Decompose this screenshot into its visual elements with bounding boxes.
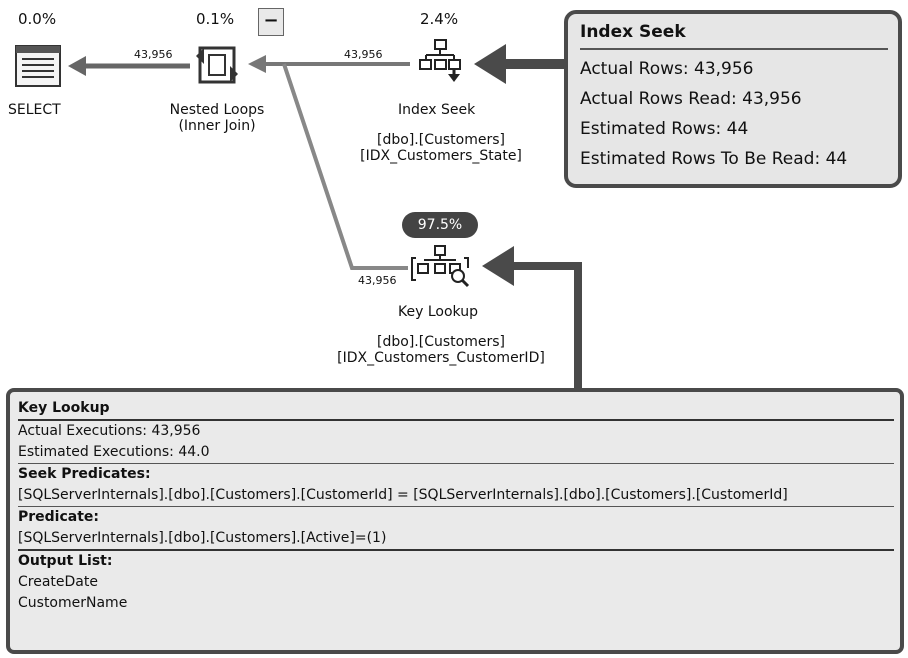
rows-lookup-to-nested: 43,956 (358, 274, 397, 287)
index-seek-object: [dbo].[Customers] [IDX_Customers_State] (346, 132, 536, 164)
index-seek-tooltip: Index Seek Actual Rows: 43,956 Actual Ro… (564, 10, 902, 188)
output-list-item: CustomerName (18, 595, 128, 611)
seek-predicates-heading: Seek Predicates: (18, 466, 151, 482)
key-lookup-tooltip-title: Key Lookup (18, 398, 894, 421)
index-seek-tooltip-title: Index Seek (580, 22, 888, 50)
nested-loops-icon[interactable] (192, 42, 242, 88)
select-label: SELECT (8, 102, 61, 118)
output-list-item: CreateDate (18, 574, 98, 590)
select-icon[interactable] (14, 44, 62, 88)
collapse-button[interactable]: − (258, 8, 284, 36)
nested-loops-cost: 0.1% (196, 10, 235, 28)
seek-predicates-value: [SQLServerInternals].[dbo].[Customers].[… (18, 485, 894, 507)
predicate-value: [SQLServerInternals].[dbo].[Customers].[… (18, 528, 894, 551)
predicate-heading: Predicate: (18, 509, 100, 525)
tooltip-estimated-rows-to-be-read: Estimated Rows To Be Read: 44 (580, 149, 848, 169)
key-lookup-index: [IDX_Customers_CustomerID] (337, 350, 545, 366)
nested-loops-label-line2: (Inner Join) (178, 118, 256, 134)
tooltip-estimated-executions: Estimated Executions: 44.0 (18, 442, 894, 464)
flow-arrow-lookup-to-nested (282, 63, 408, 270)
rows-nested-to-select: 43,956 (134, 48, 173, 61)
index-seek-index: [IDX_Customers_State] (360, 148, 522, 164)
index-seek-table: [dbo].[Customers] (377, 132, 505, 148)
key-lookup-tooltip: Key Lookup Actual Executions: 43,956 Est… (6, 388, 904, 654)
callout-pointer-index-seek (474, 44, 566, 84)
callout-pointer-key-lookup (482, 246, 582, 392)
key-lookup-table: [dbo].[Customers] (377, 334, 505, 350)
tooltip-actual-rows: Actual Rows: 43,956 (580, 59, 754, 79)
key-lookup-cost-badge: 97.5% (402, 212, 478, 238)
nested-loops-label-line1: Nested Loops (169, 102, 265, 118)
key-lookup-object: [dbo].[Customers] [IDX_Customers_Custome… (318, 334, 564, 366)
index-seek-icon[interactable] (418, 38, 464, 84)
index-seek-label: Index Seek (398, 102, 476, 118)
tooltip-actual-executions: Actual Executions: 43,956 (18, 423, 201, 439)
flow-arrow-seek-to-nested (248, 55, 410, 73)
tooltip-estimated-rows: Estimated Rows: 44 (580, 119, 749, 139)
key-lookup-label: Key Lookup (398, 304, 478, 320)
nested-loops-label: Nested Loops (Inner Join) (162, 102, 272, 134)
flow-arrow-nested-to-select (68, 56, 190, 76)
output-list-heading: Output List: (18, 553, 113, 569)
rows-seek-to-nested: 43,956 (344, 48, 383, 61)
select-cost: 0.0% (18, 10, 57, 28)
key-lookup-icon[interactable] (410, 244, 476, 290)
tooltip-actual-rows-read: Actual Rows Read: 43,956 (580, 89, 802, 109)
index-seek-cost: 2.4% (420, 10, 459, 28)
